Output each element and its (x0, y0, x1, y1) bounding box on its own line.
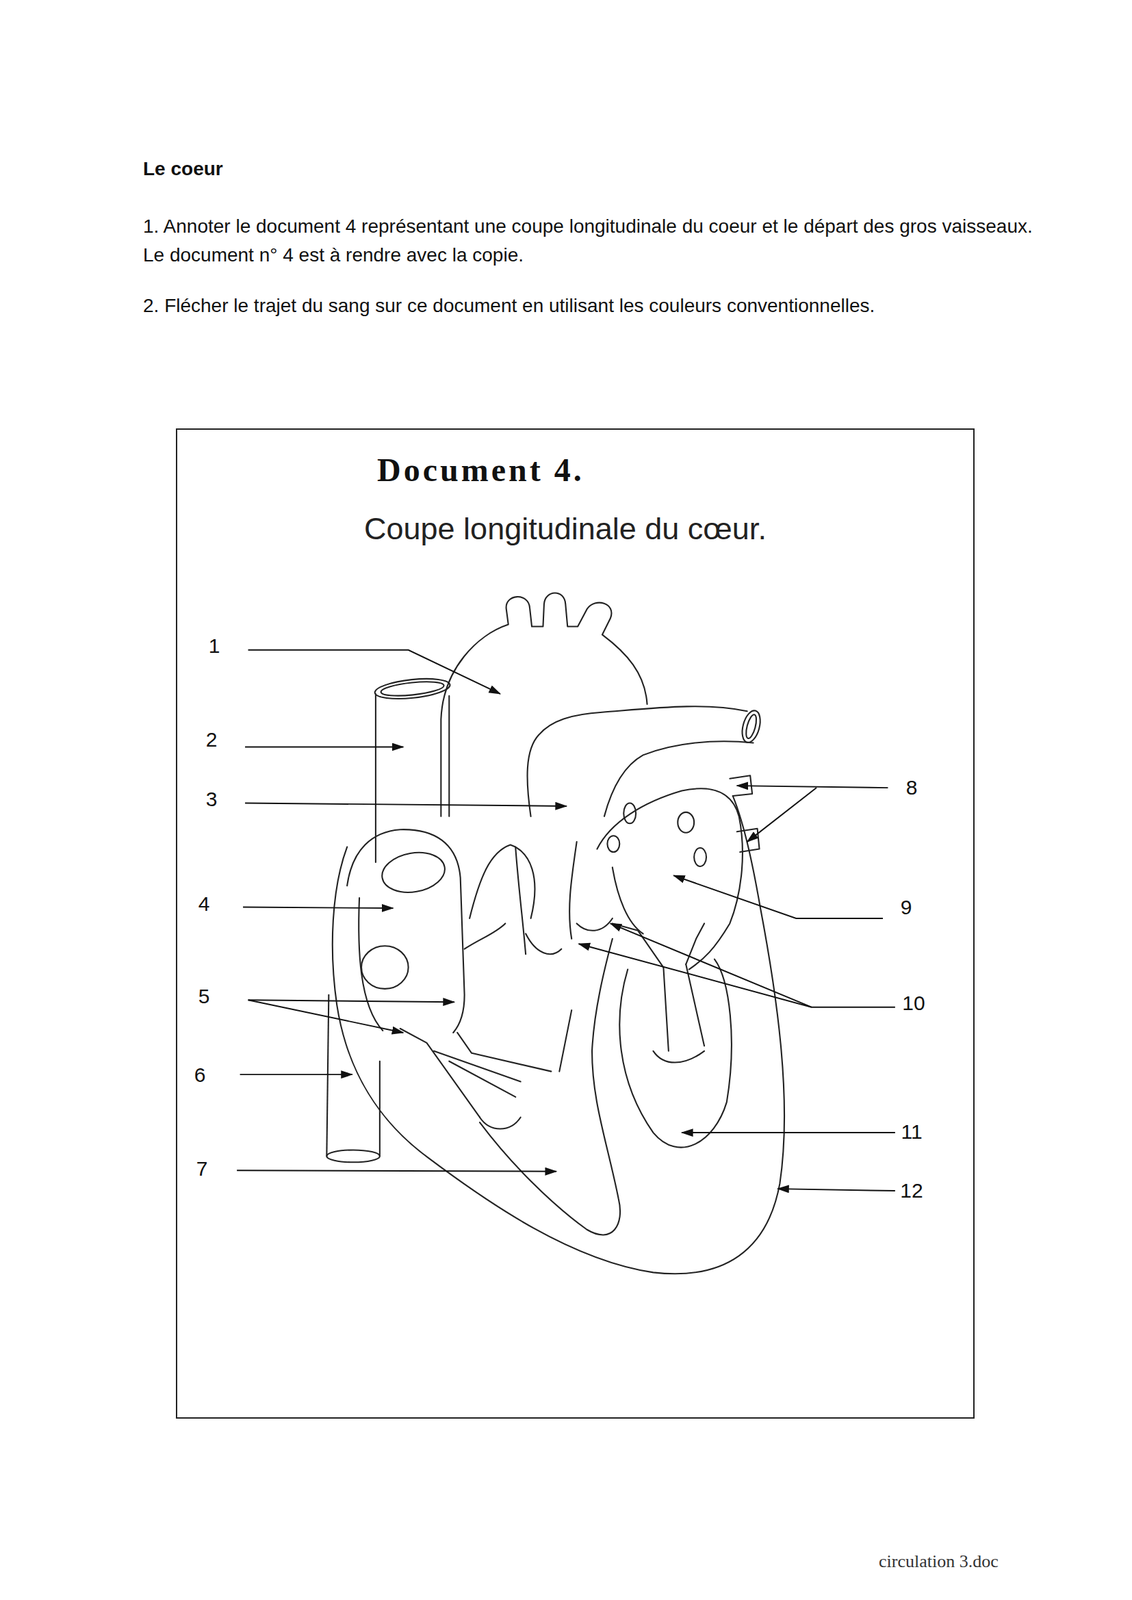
callout-number: 12 (899, 1178, 923, 1204)
file-name: circulation 3.doc (878, 1550, 999, 1573)
valve-cusp (525, 933, 562, 955)
callout-number: 5 (198, 984, 211, 1009)
outflow-wall (469, 845, 535, 919)
instruction-text: 1. Annoter le document 4 représentant un… (143, 212, 1033, 270)
vessel-opening (693, 847, 707, 867)
vessel-opening (739, 709, 764, 745)
vena-cava-outline (326, 995, 329, 1157)
leader-line (747, 787, 817, 842)
vessel-opening (326, 1149, 380, 1163)
leader-line (673, 875, 883, 919)
callout-number: 6 (194, 1062, 207, 1088)
vessel-opening (623, 802, 636, 824)
leader-lines (236, 650, 896, 1191)
vena-cava-outline (448, 696, 450, 817)
valve-leaflet (457, 1032, 551, 1072)
callout-number: 11 (900, 1119, 922, 1145)
ventricle-wall (479, 938, 621, 1236)
vessel-opening (743, 713, 759, 740)
chorda (685, 964, 705, 1046)
valve-cusp (576, 918, 613, 931)
ventricle-wall (619, 959, 731, 1148)
leader-line (777, 1188, 895, 1191)
papillary-muscle (652, 1051, 705, 1063)
vessel-opening (379, 847, 449, 898)
chorda (663, 967, 668, 1052)
septum (559, 1010, 572, 1072)
callout-number: 3 (206, 787, 218, 812)
vessel-wall (515, 847, 526, 955)
callout-number: 9 (900, 895, 913, 920)
callout-number: 1 (208, 633, 221, 659)
page-title: Le coeur (143, 157, 224, 181)
leader-line (236, 1170, 557, 1172)
atrium-wall (612, 867, 644, 934)
instruction-text: 2. Flécher le trajet du sang sur ce docu… (143, 291, 1033, 321)
aorta-outline (440, 592, 647, 816)
callout-number: 10 (902, 991, 925, 1016)
valve-leaflet (612, 923, 664, 968)
leader-line (242, 907, 393, 909)
heart-outline (332, 795, 785, 1274)
leader-line (248, 650, 501, 694)
callout-number: 8 (906, 775, 918, 801)
document-frame: Document 4. Coupe longitudinale du cœur. (175, 428, 975, 1419)
leader-line (248, 999, 404, 1033)
leader-line (245, 802, 567, 806)
document-subtitle: Coupe longitudinale du cœur. (364, 510, 767, 548)
atrium-wall (358, 897, 383, 1031)
pulmonary-trunk-outline (527, 706, 748, 817)
callout-number: 4 (198, 891, 211, 917)
vessel-opening (607, 835, 620, 853)
chorda (448, 1061, 516, 1098)
atrium-wall (596, 788, 742, 970)
vessel-opening (361, 945, 409, 989)
document-heading: Document 4. (377, 450, 585, 491)
leader-line (610, 923, 812, 1007)
vessel-opening (373, 675, 452, 702)
valve-leaflet (400, 1028, 480, 1118)
valve-cusp (464, 923, 506, 949)
vessel-opening (677, 812, 694, 833)
papillary-muscle (479, 1117, 521, 1130)
leader-line (737, 785, 889, 788)
leader-line (248, 999, 455, 1002)
vessel-opening (380, 679, 445, 699)
callout-number: 7 (196, 1156, 209, 1182)
callout-number: 2 (206, 727, 218, 753)
leader-line (681, 1132, 896, 1134)
leader-line (240, 1073, 353, 1076)
vessel-wall (569, 841, 577, 939)
leader-line (245, 745, 404, 748)
